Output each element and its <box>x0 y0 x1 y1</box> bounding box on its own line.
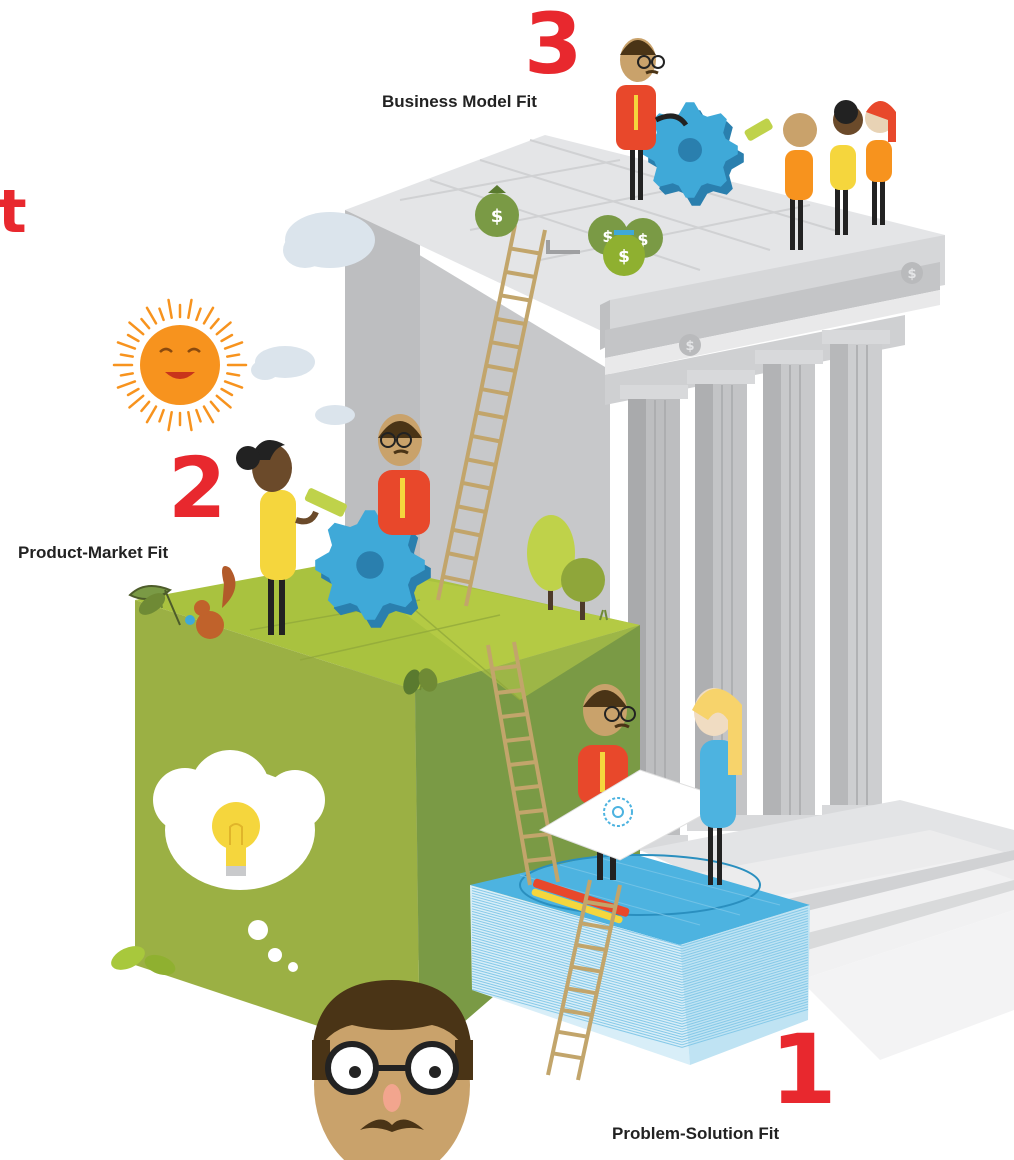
dollar-medallion-icon: $ <box>901 262 923 284</box>
stage-label-business-model-fit: Business Model Fit <box>382 92 537 111</box>
leaf-icon <box>403 668 438 695</box>
thought-bubble <box>153 750 325 972</box>
person-man-meadow <box>378 414 430 535</box>
stage-label-product-market-fit: Product-Market Fit <box>18 543 169 562</box>
gear-icon <box>642 102 744 206</box>
cropped-title-fragment: t <box>0 177 27 247</box>
leaf-icon <box>111 946 176 976</box>
svg-text:$: $ <box>685 339 694 354</box>
light-bulb-icon <box>212 802 260 876</box>
sun-icon <box>112 298 248 432</box>
ladder <box>436 224 547 607</box>
stage-number-1: 1 <box>770 1014 837 1126</box>
leaf-icon <box>128 585 181 626</box>
svg-text:$: $ <box>491 206 504 227</box>
cloud-icon <box>315 405 355 425</box>
tree-icon <box>561 558 605 620</box>
svg-text:$: $ <box>618 247 630 267</box>
cloud-icon <box>251 346 315 380</box>
ladder <box>486 641 560 886</box>
paper-stack <box>470 850 810 1065</box>
steps <box>640 800 1014 980</box>
pencil-icon <box>531 878 630 924</box>
person-group-roof <box>744 100 896 250</box>
ladder <box>546 879 622 1081</box>
svg-text:$: $ <box>907 267 916 282</box>
gear-icon <box>315 510 431 628</box>
cloud-icon <box>283 212 375 268</box>
stage-label-problem-solution-fit: Problem-Solution Fit <box>612 1124 780 1143</box>
person-woman-meadow <box>236 440 347 635</box>
stage-number-2: 2 <box>168 439 227 537</box>
squirrel-icon <box>185 566 236 639</box>
person-head-foreground <box>312 980 473 1160</box>
columns <box>620 330 890 851</box>
money-bag-icon: $ <box>603 230 645 276</box>
money-bag-icon: $ <box>475 185 519 237</box>
stage-number-3: 3 <box>524 0 583 93</box>
dollar-medallion-icon: $ <box>679 334 701 356</box>
svg-text:$: $ <box>602 227 613 246</box>
pipe-decor <box>546 240 580 254</box>
person-man-roof <box>616 38 689 200</box>
person-woman-paper <box>692 688 742 885</box>
svg-text:$: $ <box>637 230 648 249</box>
